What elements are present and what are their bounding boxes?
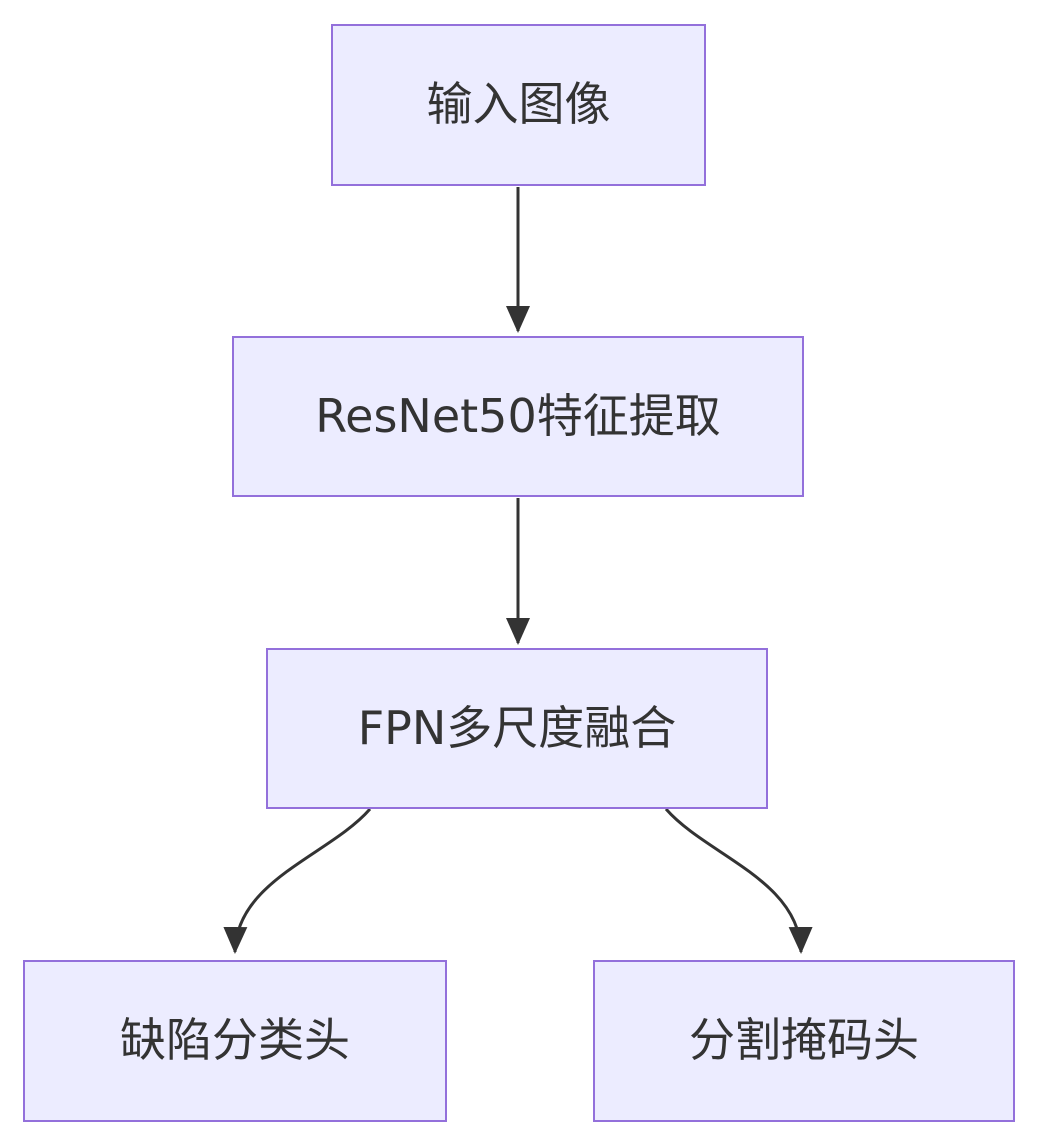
node-segmentation-mask-head-label: 分割掩码头 [689,1013,919,1068]
edge-fpn-to-classification-head [223,808,372,954]
node-defect-classification-head: 缺陷分类头 [23,960,447,1122]
edge-fpn-to-mask-head [664,808,813,954]
node-resnet50-feature-extraction-label: ResNet50特征提取 [315,388,721,443]
node-input-image: 输入图像 [331,24,706,186]
node-fpn-multiscale-fusion-label: FPN多尺度融合 [357,700,677,755]
node-fpn-multiscale-fusion: FPN多尺度融合 [266,648,768,809]
node-defect-classification-head-label: 缺陷分类头 [120,1013,350,1068]
node-input-image-label: 输入图像 [426,77,611,132]
node-segmentation-mask-head: 分割掩码头 [593,960,1015,1122]
node-resnet50-feature-extraction: ResNet50特征提取 [232,336,804,497]
